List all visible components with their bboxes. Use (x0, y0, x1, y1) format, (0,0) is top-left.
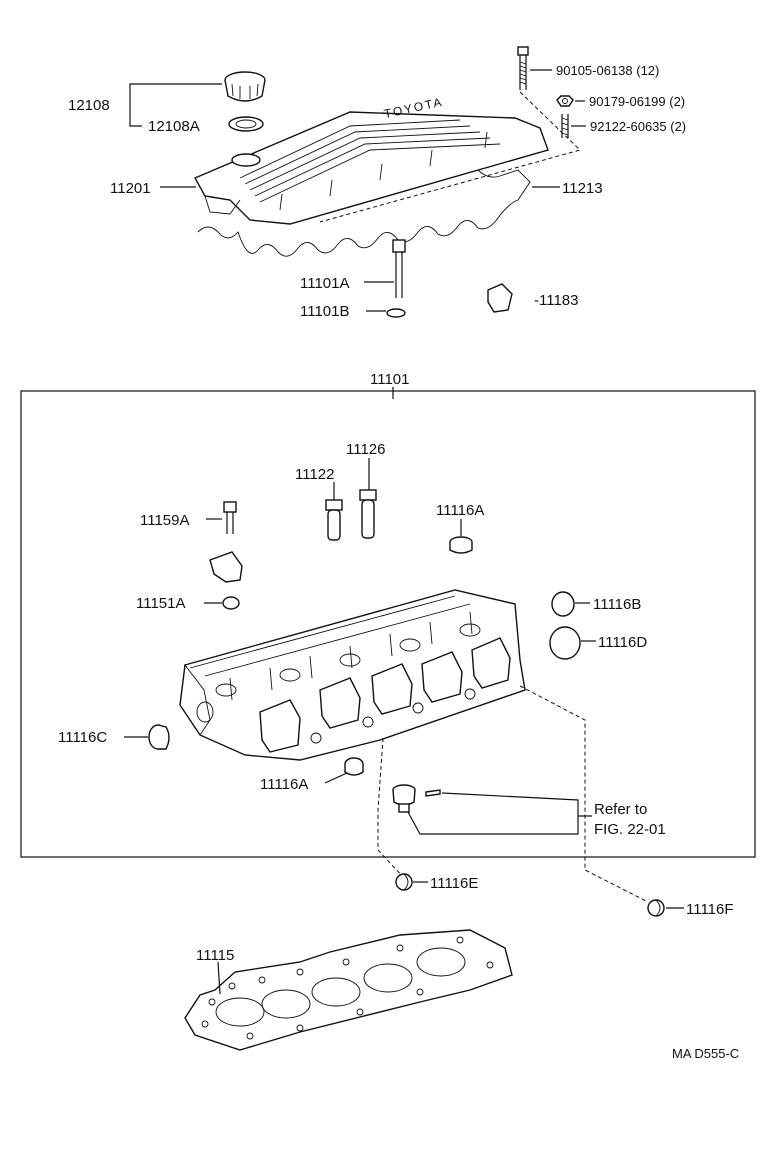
label-90179: 90179-06199 (2) (589, 94, 685, 109)
plug-11116A-top (449, 536, 473, 554)
valve-guide-11122 (325, 499, 343, 541)
label-12108A: 12108A (148, 118, 200, 135)
label-11122: 11122 (295, 466, 335, 483)
cylinder-head (179, 589, 526, 761)
dash-to-11116E (377, 737, 405, 879)
label-92122: 92122-60635 (2) (590, 119, 686, 134)
plug-11116C (148, 724, 170, 750)
head-cover-gasket (197, 169, 531, 257)
refer-text-line1: Refer to (594, 801, 647, 818)
label-90105: 90105-06138 (12) (556, 63, 659, 78)
label-11116A-top: 11116A (436, 502, 484, 519)
stud-92122 (561, 114, 569, 138)
plug-11116D (549, 626, 581, 660)
head-gasket (184, 929, 513, 1051)
grommet-11183 (487, 283, 513, 313)
label-11101B: 11101B (300, 303, 350, 320)
label-11116B: 11116B (593, 596, 641, 613)
label-11115: 11115 (196, 947, 234, 964)
plug-11116E (395, 873, 413, 891)
label-11159A: 11159A (140, 512, 190, 529)
refer-text-line2: FIG. 22-01 (594, 821, 666, 838)
label-11126: 11126 (346, 441, 386, 458)
leader-11116A-bottom (324, 772, 348, 784)
cylinder-head-box (20, 390, 756, 858)
label-11101A: 11101A (300, 275, 350, 292)
plug-11151A (222, 596, 240, 610)
nut-90179 (556, 95, 574, 107)
union-fitting (392, 784, 416, 813)
label-11116C: 11116C (58, 729, 107, 746)
head-bolt-11101A (392, 239, 406, 298)
leader-12108A (129, 104, 142, 127)
oil-filler-cap (224, 71, 266, 102)
dash-to-11116F (519, 685, 649, 903)
plug-11116B (551, 591, 575, 617)
leader-11115 (217, 961, 221, 995)
label-11116F: 11116F (686, 901, 734, 918)
plug-11116A-bottom (344, 757, 364, 776)
label-11183: -11183 (534, 292, 578, 309)
leader-12108 (129, 83, 222, 104)
label-12108: 12108 (68, 97, 110, 114)
plug-11116F (647, 899, 665, 917)
valve-guide-11126 (359, 489, 377, 539)
label-11201: 11201 (110, 180, 151, 197)
label-11101: 11101 (370, 371, 410, 388)
bolt-11159A (223, 501, 237, 534)
label-11151A: 11151A (136, 595, 186, 612)
catalog-code: MA D555-C (672, 1046, 739, 1061)
refer-bracket (407, 792, 592, 835)
label-11116A-bottom: 11116A (260, 776, 308, 793)
washer-11101B (386, 308, 406, 318)
cylinder-head-cover: TOYOTA (194, 95, 549, 225)
label-11116D: 11116D (598, 634, 647, 651)
label-11116E: 11116E (430, 875, 478, 892)
label-11213: 11213 (562, 180, 603, 197)
filler-cap-gasket (228, 116, 264, 132)
bracket (209, 551, 243, 583)
pin (425, 789, 441, 797)
bolt-90105 (517, 46, 529, 90)
